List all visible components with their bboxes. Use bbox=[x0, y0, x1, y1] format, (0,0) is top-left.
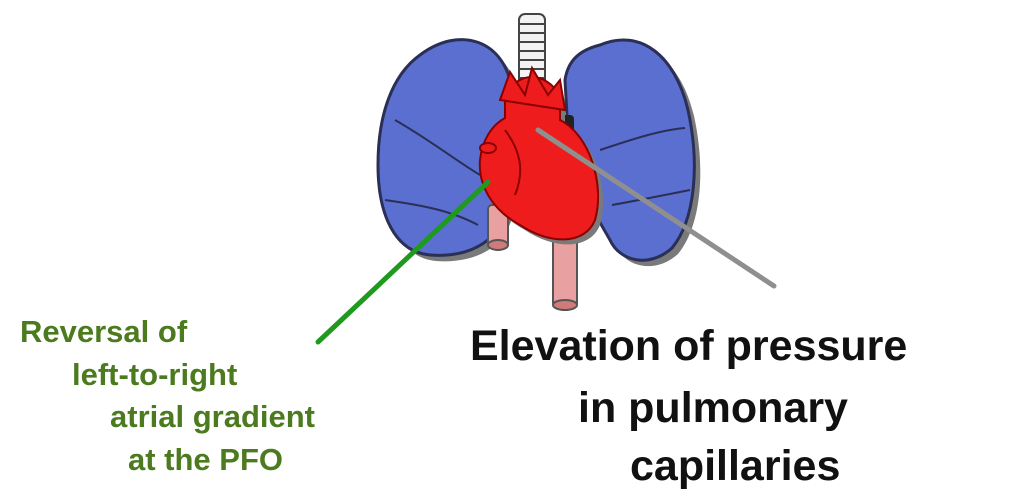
capillary-line-2: in pulmonary bbox=[578, 384, 848, 432]
pfo-line-1: Reversal of bbox=[20, 315, 187, 349]
pfo-line-4: at the PFO bbox=[128, 443, 283, 477]
pfo-line-3: atrial gradient bbox=[110, 400, 315, 434]
capillary-line-1: Elevation of pressure bbox=[470, 322, 907, 370]
pfo-line-2: left-to-right bbox=[72, 358, 237, 392]
capillary-line-3: capillaries bbox=[630, 442, 840, 490]
